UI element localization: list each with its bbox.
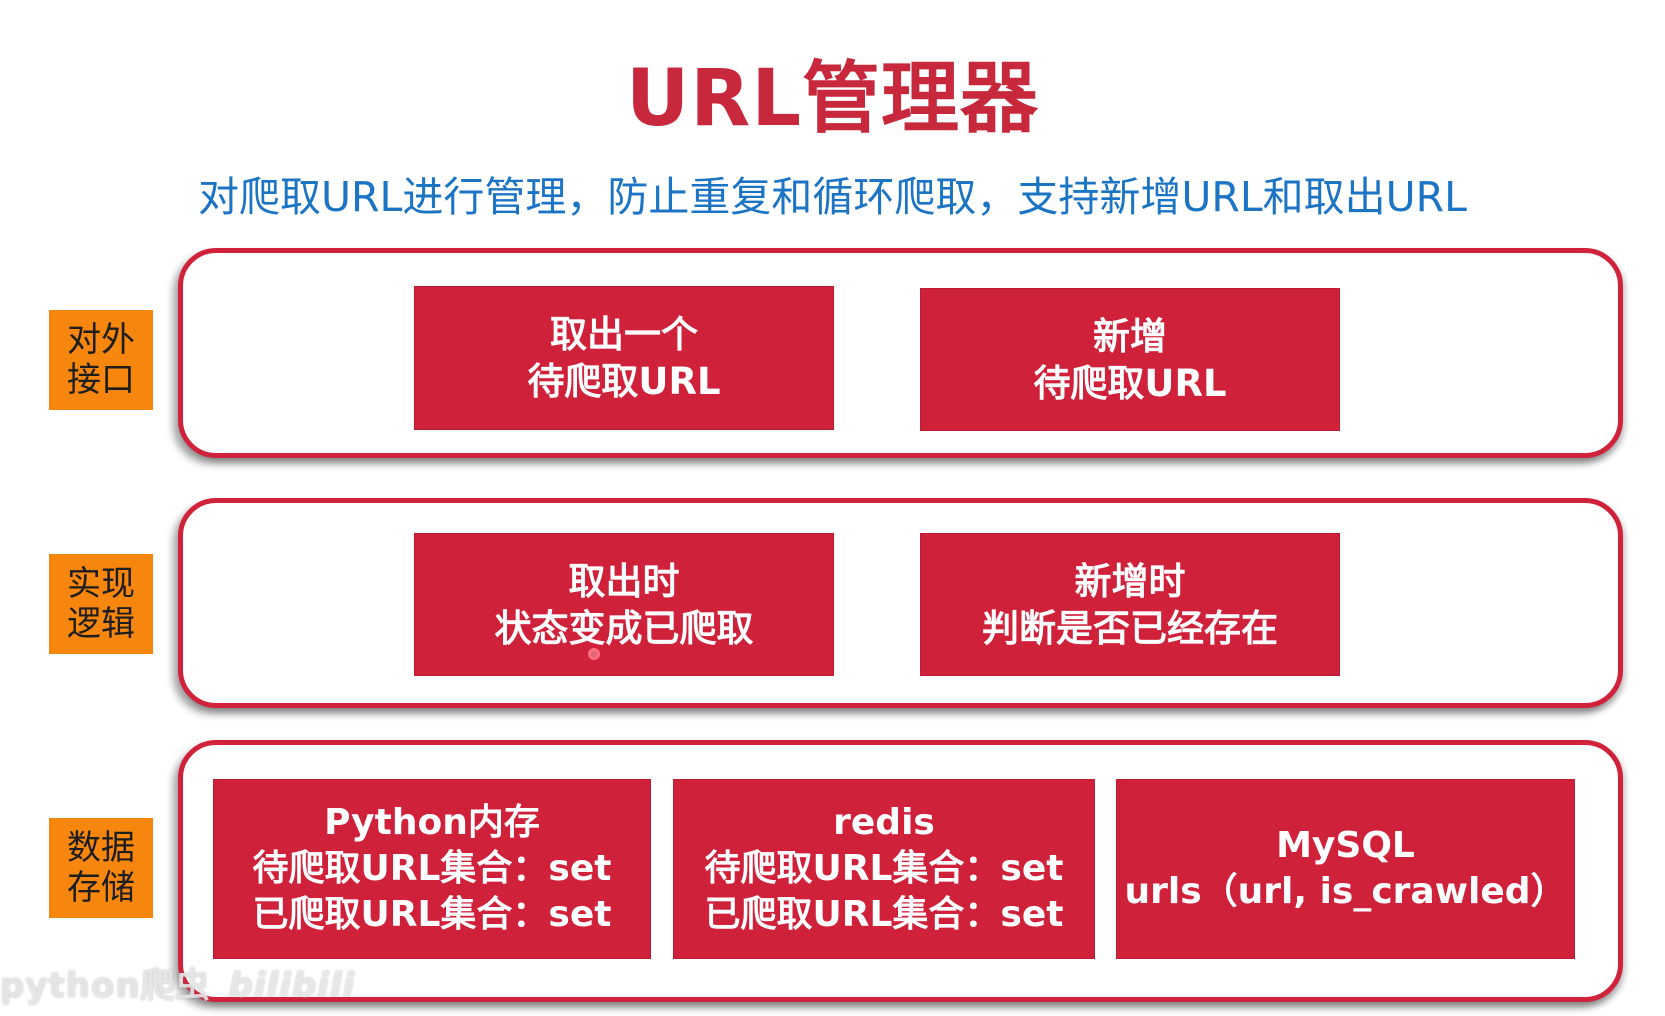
box-line: 取出一个: [550, 313, 698, 356]
slide-subtitle: 对爬取URL进行管理，防止重复和循环爬取，支持新增URL和取出URL: [197, 173, 1467, 221]
box-line: 判断是否已经存在: [982, 606, 1278, 650]
mouse-cursor-indicator: [588, 648, 600, 660]
interface-tag: 对外 接口: [49, 310, 153, 410]
box-line: redis: [833, 802, 935, 843]
tag-line: 数据: [67, 828, 135, 868]
bilibili-logo: bilibili: [228, 966, 356, 1006]
tag-line: 存储: [67, 868, 135, 908]
box-line: 已爬取URL集合：set: [704, 894, 1064, 935]
box-line: 状态变成已爬取: [494, 606, 754, 650]
box-line: 待爬取URL: [1033, 361, 1227, 405]
take-url-box: 取出一个 待爬取URL: [415, 287, 833, 429]
python-memory-box: Python内存 待爬取URL集合：set 已爬取URL集合：set: [214, 780, 650, 958]
interface-panel: [178, 248, 1623, 458]
box-line: MySQL: [1276, 825, 1415, 866]
tag-line: 对外: [67, 320, 135, 360]
box-line: 待爬取URL: [527, 360, 721, 403]
box-line: urls（url, is_crawled）: [1124, 871, 1567, 912]
mysql-box: MySQL urls（url, is_crawled）: [1117, 780, 1574, 958]
add-logic-box: 新增时 判断是否已经存在: [921, 534, 1339, 675]
video-watermark: python爬虫 bilibili: [0, 958, 355, 1007]
box-line: 新增时: [1074, 559, 1186, 603]
box-line: 待爬取URL集合：set: [252, 848, 612, 889]
box-line: 待爬取URL集合：set: [704, 848, 1064, 889]
tag-line: 实现: [67, 564, 135, 604]
add-url-box: 新增 待爬取URL: [921, 289, 1339, 430]
redis-box: redis 待爬取URL集合：set 已爬取URL集合：set: [674, 780, 1094, 958]
box-line: 新增: [1093, 314, 1167, 358]
logic-tag: 实现 逻辑: [49, 554, 153, 654]
storage-tag: 数据 存储: [49, 818, 153, 918]
box-line: 取出时: [568, 559, 680, 603]
box-line: 已爬取URL集合：set: [252, 894, 612, 935]
logic-panel: [178, 498, 1623, 708]
tag-line: 接口: [67, 360, 135, 400]
slide-title: URL管理器: [625, 54, 1040, 144]
box-line: Python内存: [324, 802, 540, 843]
take-logic-box: 取出时 状态变成已爬取: [415, 534, 833, 675]
tag-line: 逻辑: [67, 604, 135, 644]
watermark-text: python爬虫: [0, 966, 211, 1006]
